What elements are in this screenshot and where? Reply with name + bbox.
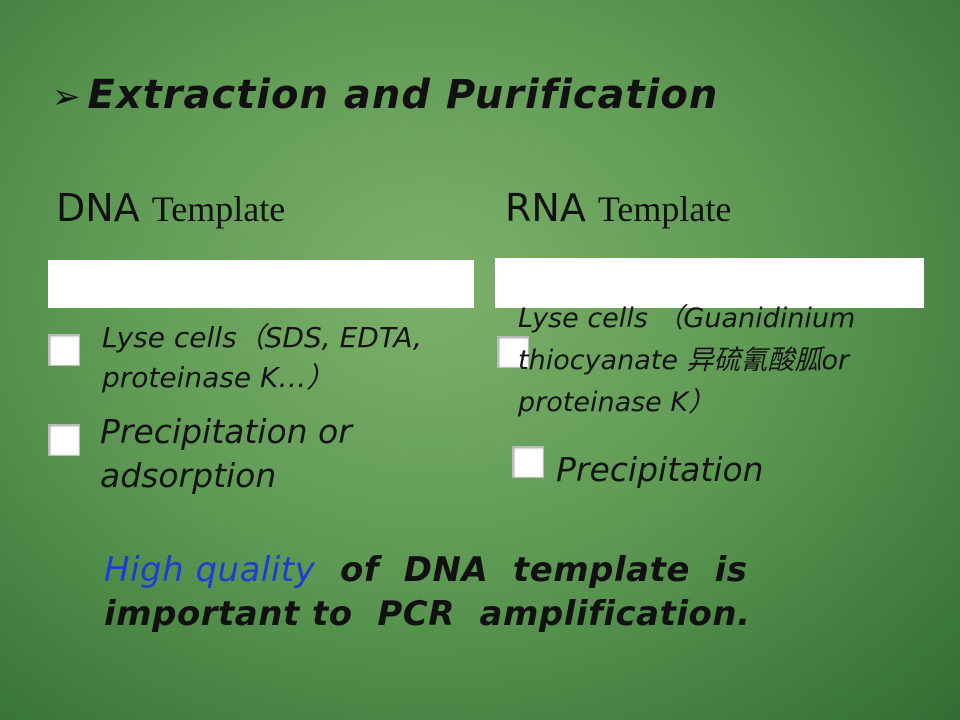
dna-checkbox-2[interactable] — [48, 424, 80, 456]
rna-checkbox-2[interactable] — [512, 446, 544, 478]
rna-item-precipitation: Precipitation — [556, 450, 764, 489]
dna-checkbox-1[interactable] — [48, 334, 80, 366]
rna-heading-sub: Template — [597, 189, 732, 229]
dna-column-heading: DNA Template — [56, 186, 285, 230]
dna-item-precipitation: Precipitation or adsorption — [100, 412, 352, 495]
note-highlight: High quality — [104, 550, 316, 590]
rna-item-lyse: Lyse cells （Guanidinium thiocyanate 异硫氰酸… — [518, 303, 856, 418]
dna-heading-sub: Template — [151, 189, 286, 229]
slide-title-text: Extraction and Purification — [87, 72, 719, 118]
slide-title: ➢Extraction and Purification — [52, 72, 718, 118]
rna-heading-main: RNA — [505, 186, 586, 230]
arrow-bullet-icon: ➢ — [52, 77, 82, 117]
dna-header-bar — [48, 260, 474, 308]
rna-column-heading: RNA Template — [505, 186, 731, 230]
dna-item-lyse: Lyse cells（SDS, EDTA, proteinase K…） — [102, 321, 422, 394]
rna-checkbox-1[interactable] — [497, 336, 529, 368]
rna-header-bar — [495, 258, 924, 308]
summary-note: High quality of DNA template is importan… — [104, 548, 804, 636]
note-text: of DNA template is important to PCR ampl… — [104, 550, 773, 634]
dna-heading-main: DNA — [56, 186, 140, 230]
